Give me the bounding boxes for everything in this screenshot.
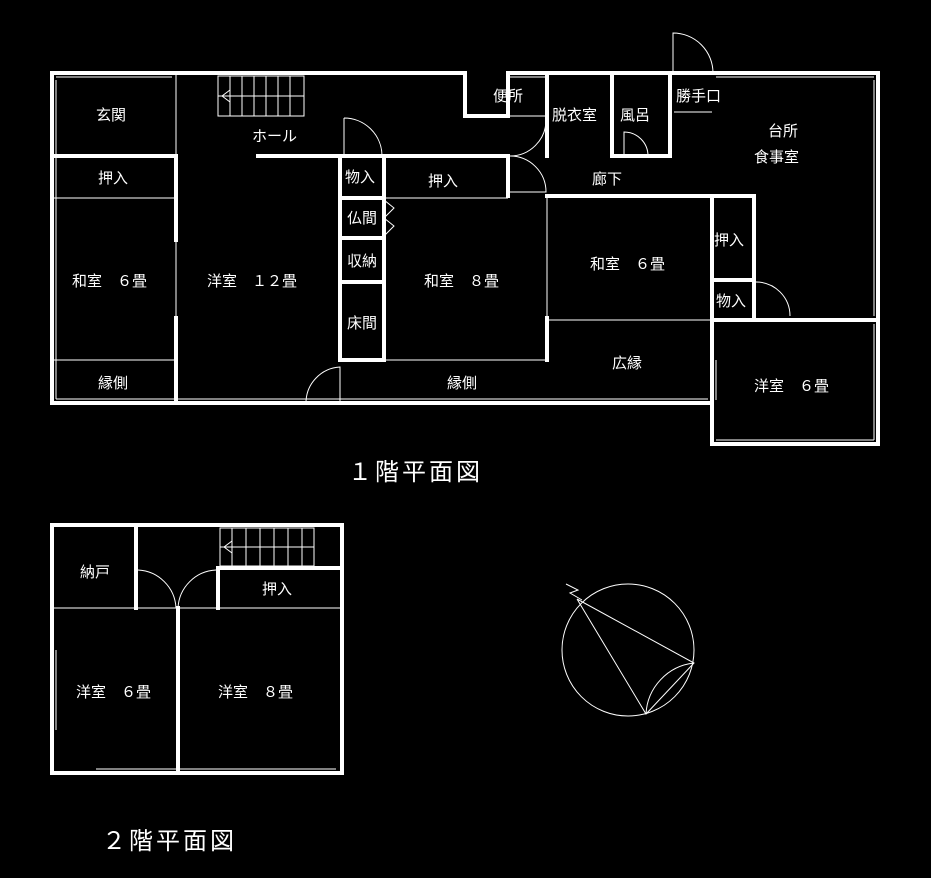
floor1-partitions: [52, 73, 712, 361]
room-yoshitsu8-f2: 洋室 ８畳: [218, 683, 293, 701]
room-shuno: 収納: [347, 252, 377, 270]
room-engawa-left: 縁側: [98, 374, 128, 392]
room-monoire-b: 物入: [716, 292, 746, 310]
room-oshiire-c: 押入: [714, 231, 744, 249]
room-dining: 食事室: [754, 148, 799, 166]
room-datsui: 脱衣室: [552, 106, 597, 124]
room-furo: 風呂: [620, 106, 650, 124]
room-tokonoma: 床間: [347, 314, 377, 332]
room-engawa-mid: 縁側: [447, 374, 477, 392]
room-oshiire-left: 押入: [98, 169, 128, 187]
room-yoshitsu6-f2: 洋室 ６畳: [76, 683, 151, 701]
room-oshiire-f2: 押入: [262, 580, 292, 598]
floor1-windows: [55, 76, 875, 441]
room-butsuma: 仏間: [347, 209, 377, 227]
floor1-walls: [50, 71, 880, 446]
floor1-title: １階平面図: [348, 458, 483, 486]
room-katteguchi: 勝手口: [676, 87, 721, 105]
room-kitchen: 台所: [768, 122, 798, 140]
room-hiroen: 広縁: [612, 354, 642, 372]
room-washitsu6-left: 和室 ６畳: [72, 272, 147, 290]
floor2-walls: [50, 523, 344, 775]
room-roka: 廊下: [592, 170, 622, 188]
room-hall: ホール: [252, 127, 297, 145]
room-oshiire-b: 押入: [428, 172, 458, 190]
floor2-title: ２階平面図: [102, 827, 237, 855]
room-nando: 納戸: [80, 563, 110, 581]
floor1-doors: [305, 32, 791, 404]
room-genkan: 玄関: [96, 106, 126, 124]
room-yoshitsu12: 洋室 １２畳: [207, 272, 297, 290]
room-yoshitsu6-f1: 洋室 ６畳: [754, 377, 829, 395]
floor1-labels: 玄関 ホール 便所 脱衣室 風呂 勝手口 台所 食事室 押入 和室 ６畳 縁側 …: [72, 87, 829, 395]
room-washitsu6-right: 和室 ６畳: [590, 255, 665, 273]
room-washitsu8: 和室 ８畳: [424, 272, 499, 290]
room-toilet: 便所: [493, 87, 523, 105]
room-monoire-a: 物入: [345, 168, 375, 186]
north-arrow-icon: [561, 583, 695, 717]
floor2-labels: 納戸 押入 洋室 ６畳 洋室 ８畳: [76, 563, 293, 701]
